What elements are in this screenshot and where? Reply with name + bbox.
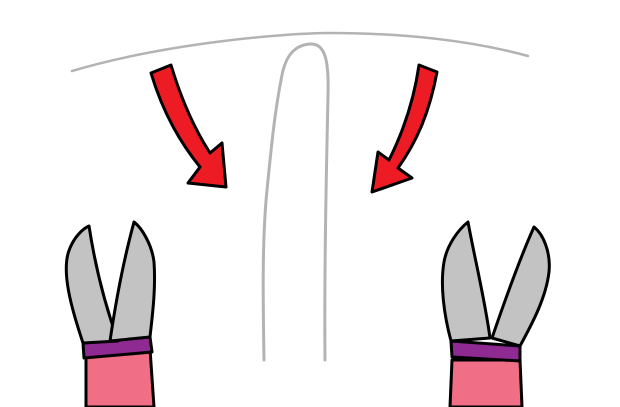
pliers-handle-right [448,358,524,407]
curved-line [70,31,530,73]
cutting-pliers-icon [440,220,551,407]
pliers-collar-right [449,339,522,363]
red-arrow-down-right-icon [149,63,228,189]
cutting-pliers-icon [64,220,157,407]
pliers-jaw-right-a [440,220,492,343]
pliers-jaw-left-b [108,220,157,343]
pliers-jaw-left-a [64,224,120,345]
pliers-jaw-right-b [490,225,551,348]
red-arrow-down-left-icon [370,63,439,194]
finger-outline [261,42,330,362]
